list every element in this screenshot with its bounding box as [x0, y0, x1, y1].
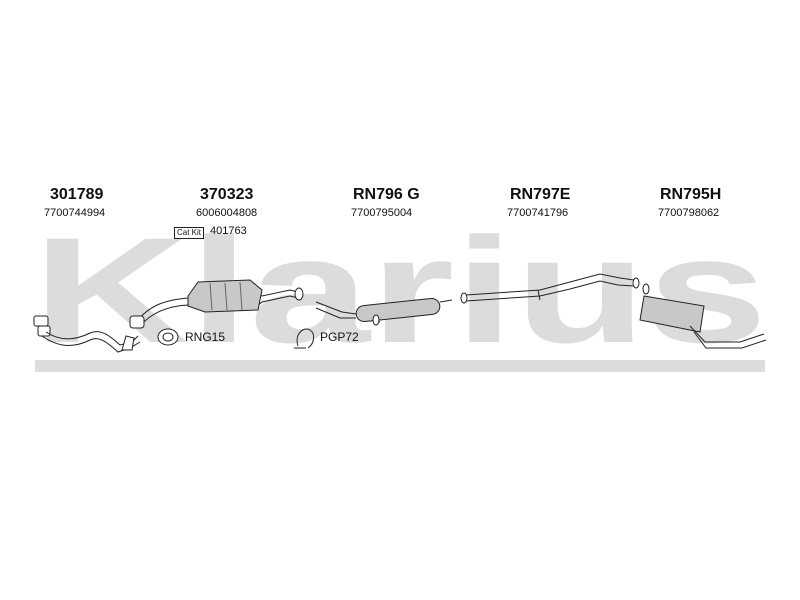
fitting-label: PGP72: [320, 330, 359, 344]
watermark-text: Klarius: [33, 206, 768, 374]
oem-number: 7700798062: [658, 207, 720, 219]
rear-silencer-drawing: [639, 283, 767, 349]
cat-kit-number: 401763: [210, 225, 247, 237]
intermediate-pipe-drawing: [460, 273, 640, 304]
oem-number: 7700795004: [351, 207, 413, 219]
watermark-band: [35, 360, 765, 372]
watermark: Klarius: [33, 206, 768, 374]
part-number: RN797E: [510, 186, 571, 203]
part-number: 301789: [50, 186, 104, 203]
oem-number: 7700744994: [44, 207, 106, 219]
part-number: RN796 G: [353, 186, 420, 203]
pipe-clamp-icon: [294, 328, 315, 349]
cat-kit-badge: Cat Kit: [174, 227, 205, 239]
catalytic-converter-drawing: [129, 279, 304, 329]
fitting-label: RNG15: [185, 330, 226, 344]
oem-number: 7700741796: [507, 207, 569, 219]
part-number: RN795H: [660, 186, 722, 203]
oem-number: 6006004808: [196, 207, 258, 219]
front-pipe-drawing: [33, 315, 141, 353]
centre-silencer-drawing: [315, 297, 453, 326]
part-number: 370323: [200, 186, 254, 203]
gasket-ring-icon: [157, 328, 179, 346]
